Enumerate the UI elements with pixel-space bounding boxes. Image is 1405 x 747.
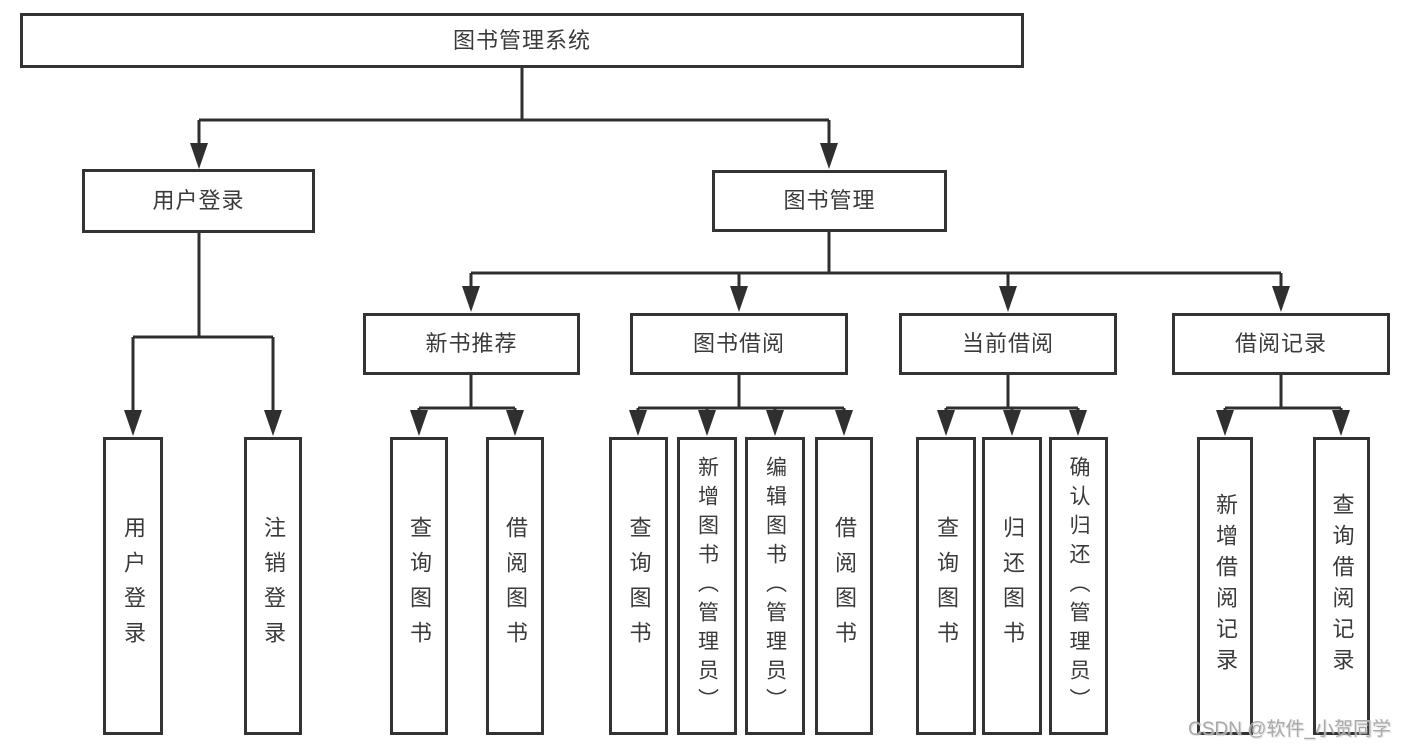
connector-book-borrow-to-leaves — [629, 374, 853, 436]
node-label: 用户登录 — [152, 188, 245, 213]
leaf-borrow-add-books-admin: 新增图书（管理员） — [677, 437, 737, 735]
leaf-current-confirm-return-admin: 确认归还（管理员） — [1049, 437, 1108, 735]
node-label: 图书管理 — [783, 188, 876, 213]
leaf-label: 注销登录 — [261, 516, 286, 656]
leaf-label: 查询借阅记录 — [1329, 493, 1355, 679]
leaf-label: 查询图书 — [407, 516, 432, 656]
connector-borrow-records-to-leaves — [1216, 374, 1350, 436]
leaf-label: 编辑图书（管理员） — [763, 455, 787, 717]
leaf-label: 归还图书 — [1000, 516, 1025, 656]
leaf-label: 借阅图书 — [832, 516, 857, 656]
connector-book-management-to-level3 — [462, 232, 1290, 312]
leaf-records-query-record: 查询借阅记录 — [1313, 437, 1370, 735]
leaf-borrow-borrow-books: 借阅图书 — [815, 437, 873, 735]
leaf-borrow-edit-books-admin: 编辑图书（管理员） — [745, 437, 805, 735]
leaf-label: 借阅图书 — [503, 516, 528, 656]
leaf-user-login: 用户登录 — [103, 437, 163, 735]
leaf-records-add-record: 新增借阅记录 — [1197, 437, 1253, 735]
connector-root-to-level2 — [190, 67, 838, 169]
node-borrow-records: 借阅记录 — [1172, 313, 1390, 375]
connector-user-login-to-leaves — [124, 233, 282, 436]
node-label: 借阅记录 — [1234, 331, 1327, 356]
leaf-current-return-books: 归还图书 — [982, 437, 1042, 735]
leaf-label: 查询图书 — [934, 516, 959, 656]
connector-new-book-recommend-to-leaves — [410, 374, 524, 436]
node-book-management: 图书管理 — [712, 170, 947, 232]
node-root: 图书管理系统 — [20, 13, 1024, 68]
leaf-label: 用户登录 — [121, 516, 146, 656]
leaf-label: 新增借阅记录 — [1213, 493, 1238, 679]
leaf-label: 查询图书 — [626, 516, 652, 656]
leaf-recommend-borrow-books: 借阅图书 — [486, 437, 544, 735]
node-current-borrow: 当前借阅 — [899, 313, 1117, 375]
node-label: 新书推荐 — [425, 331, 518, 356]
leaf-current-query-books: 查询图书 — [916, 437, 976, 735]
node-new-book-recommend: 新书推荐 — [363, 313, 580, 375]
watermark: CSDN @软件_小贺同学 — [1188, 719, 1391, 740]
node-label: 图书管理系统 — [452, 27, 591, 53]
leaf-recommend-query-books: 查询图书 — [390, 437, 448, 735]
node-book-borrow: 图书借阅 — [630, 313, 848, 375]
leaf-label: 确认归还（管理员） — [1067, 455, 1090, 717]
connector-current-borrow-to-leaves — [937, 374, 1087, 436]
node-label: 当前借阅 — [961, 331, 1054, 356]
leaf-logout: 注销登录 — [244, 437, 302, 735]
node-user-login: 用户登录 — [82, 169, 315, 233]
node-label: 图书借阅 — [692, 331, 785, 356]
leaf-label: 新增图书（管理员） — [695, 455, 719, 717]
leaf-borrow-query-books: 查询图书 — [609, 437, 668, 735]
